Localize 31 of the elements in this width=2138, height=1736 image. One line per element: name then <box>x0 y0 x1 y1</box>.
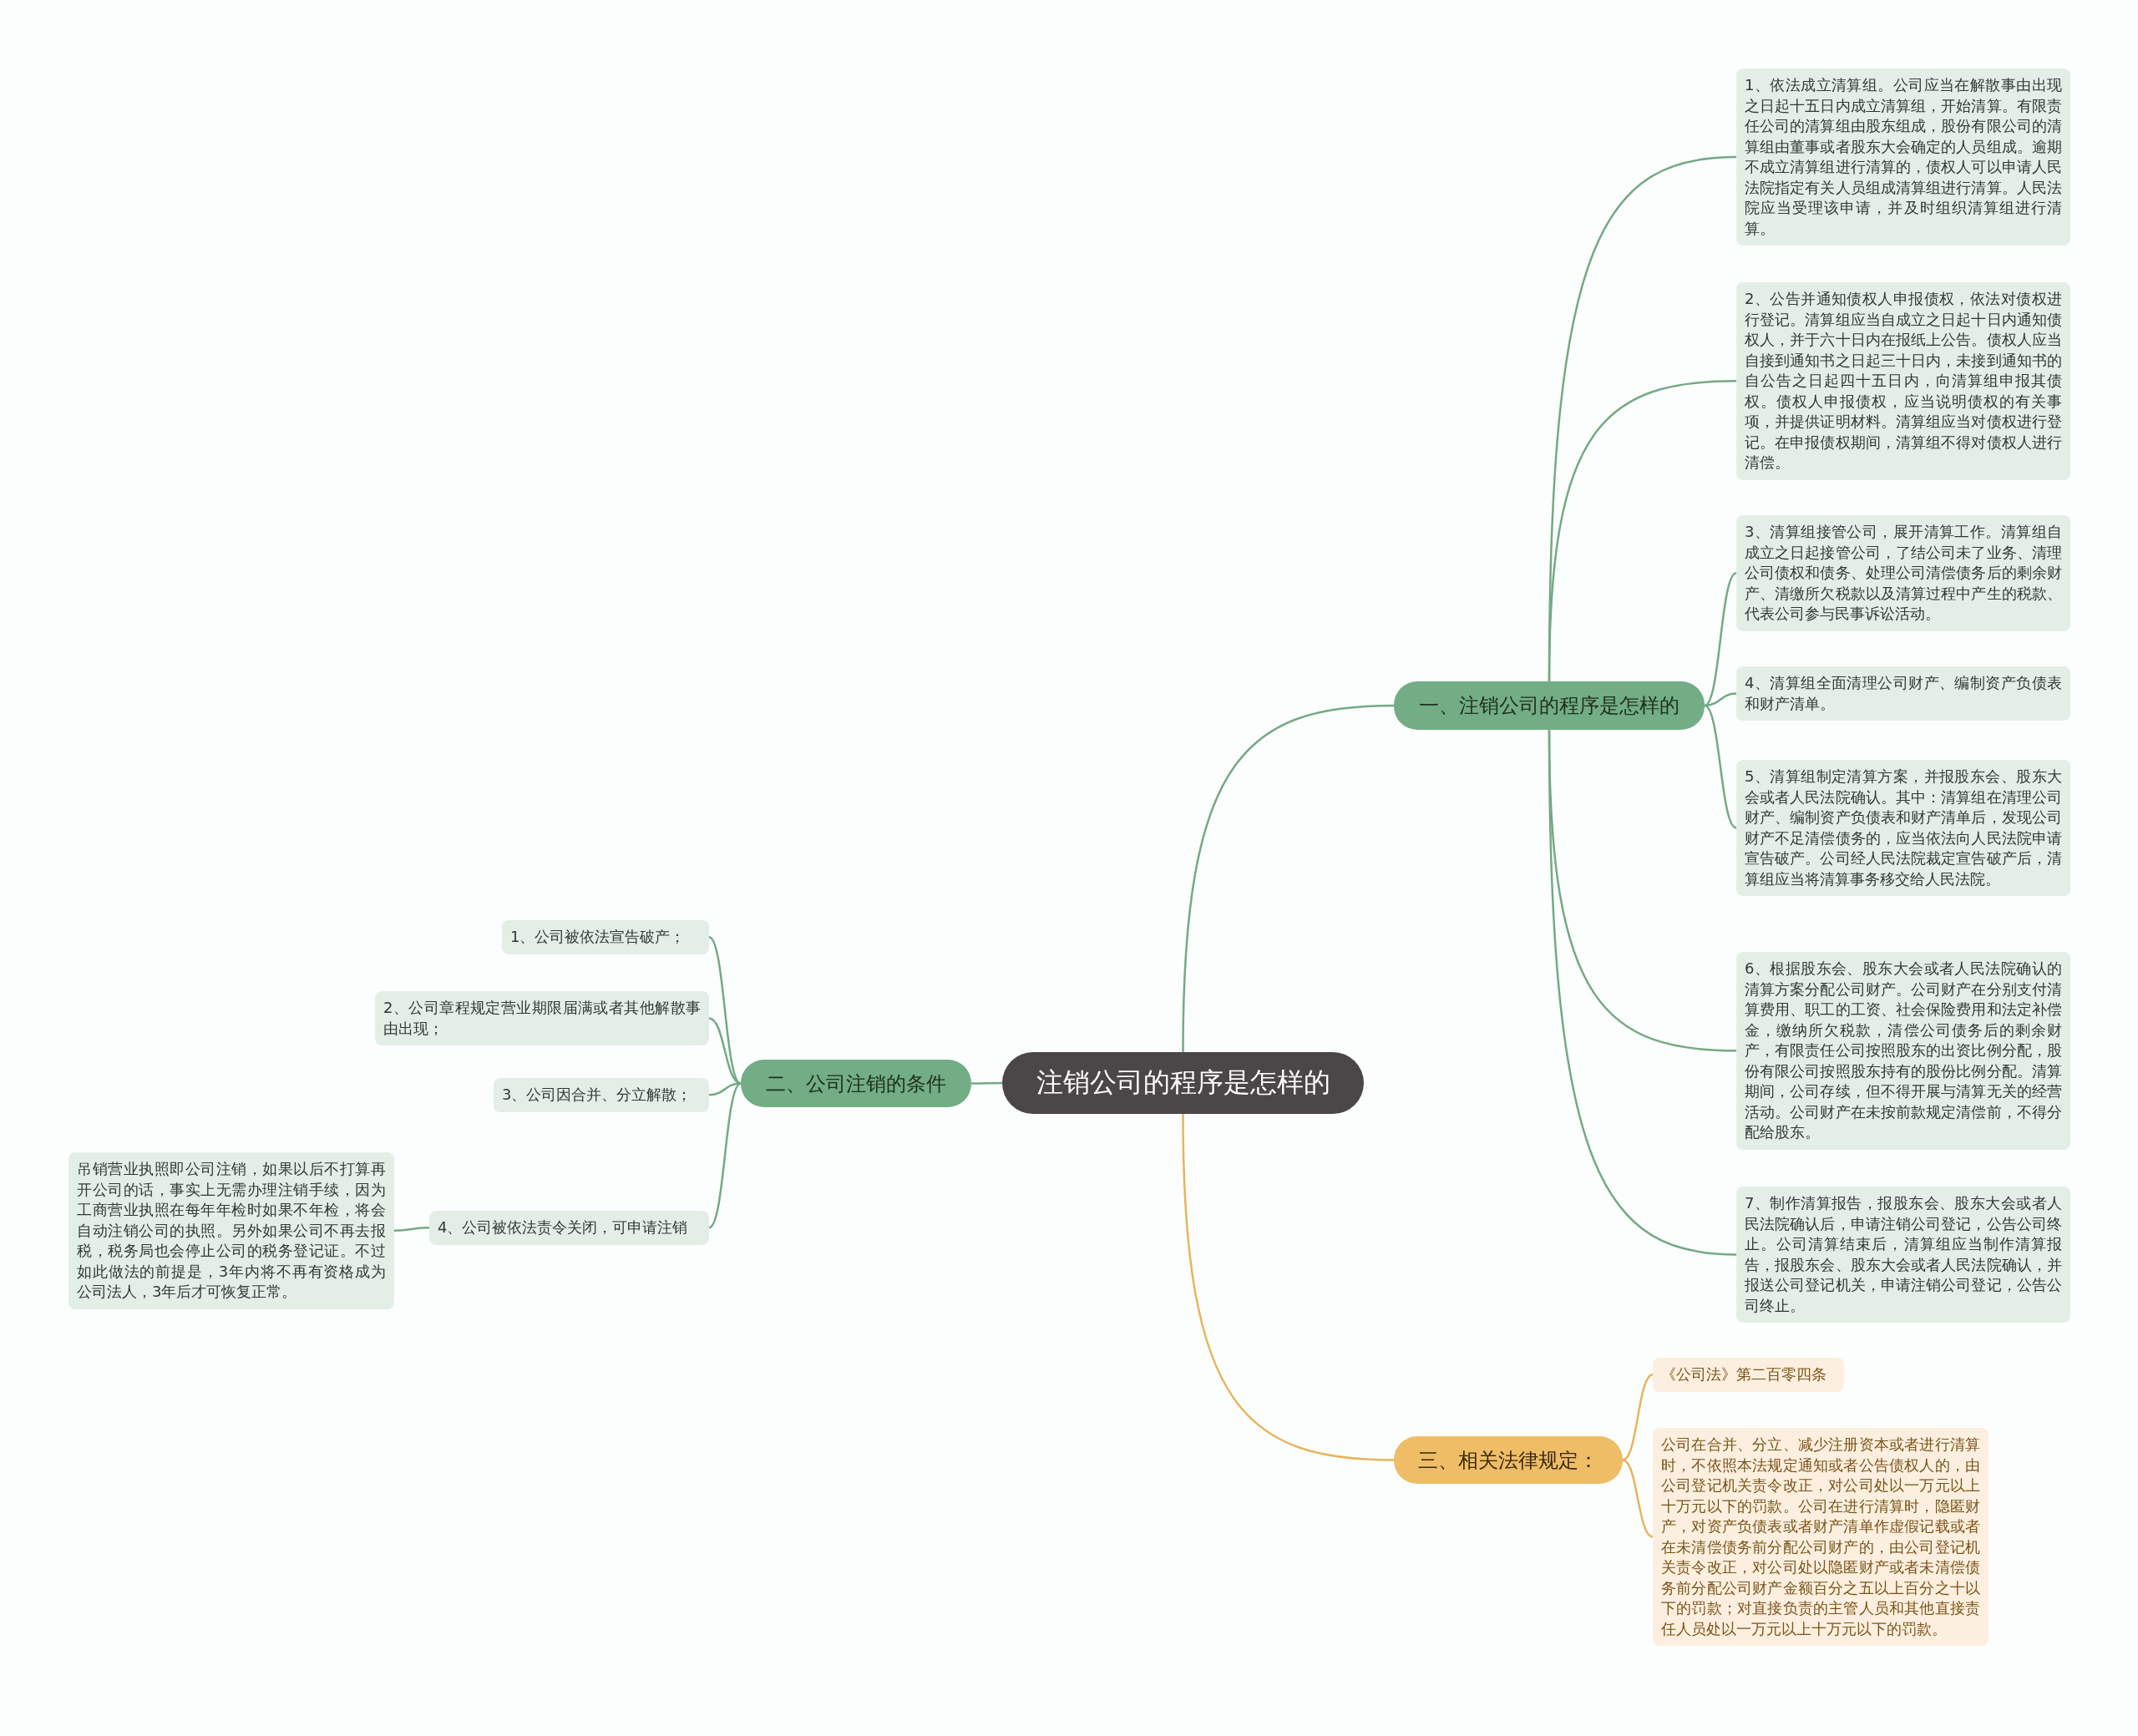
text-card: 2、公告并通知债权人申报债权，依法对债权进行登记。清算组应当自成立之日起十日内通知债权人，并于六十日内在报纸上公告。债权人应当自接到通知书之日起三十日内，未接到通知书的自公告之日起四十五日内，向清算组申报其债权。债权人申报债权，应当说明债权的有关事项，并提供证明材料。清算组应当对债权进行登记。在申报债权期间，清算组不得对债权人进行清偿。 <box>1736 282 2070 480</box>
connector-line <box>971 1081 1002 1085</box>
text-card: 7、制作清算报告，报股东会、股东大会或者人民法院确认后，申请注销公司登记，公告公司终止。公司清算结束后，清算组应当制作清算报告，报股东会、股东大会或者人民法院确认，并报送公司登记机关，申请注销公司登记，公告公司终止。 <box>1736 1187 2070 1323</box>
text-card: 4、清算组全面清理公司财产、编制资产负债表和财产清单。 <box>1736 666 2070 721</box>
connector-line <box>1622 1459 1654 1538</box>
connector-line <box>1704 692 1737 707</box>
text-card: 吊销营业执照即公司注销，如果以后不打算再开公司的话，事实上无需办理注销手续，因为工商营业执照在每年年检时如果不年检，将会自动注销公司的执照。另外如果公司不再去报税，税务局也会停止公司的税务登记证。不过如此做法的前提是，3年内将不再有资格成为公司法人，3年后才可恢复正常。 <box>68 1152 394 1309</box>
text-card: 2、公司章程规定营业期限届满或者其他解散事由出现； <box>375 991 709 1045</box>
text-card: 3、清算组接管公司，展开清算工作。清算组自成立之日起接管公司，了结公司未了业务、清理公司债权和债务、处理公司清偿债务后的剩余财产、清缴所欠税款以及清算过程中产生的税款、代表公司参与民事诉讼活动。 <box>1736 515 2070 631</box>
connector-line <box>394 1227 429 1232</box>
text-card: 1、依法成立清算组。公司应当在解散事由出现之日起十五日内成立清算组，开始清算。有限责任公司的清算组由股东组成，股份有限公司的清算组由董事或者股东大会确定的人员组成。逾期不成立清算组进行清算的，债权人可以申请人民法院指定有关人员组成清算组进行清算。人民法院应当受理该申请，并及时组织清算组进行清算。 <box>1736 68 2070 245</box>
connector-line <box>1548 730 1737 1256</box>
branch-topic: 三、相关法律规定： <box>1394 1436 1623 1484</box>
branch-topic: 一、注销公司的程序是怎样的 <box>1394 681 1705 730</box>
connector-line <box>708 1082 742 1229</box>
connector-line <box>1704 572 1737 706</box>
connector-line <box>1622 1374 1654 1461</box>
text-card: 3、公司因合并、分立解散； <box>494 1078 709 1112</box>
text-card: 公司在合并、分立、减少注册资本或者进行清算时，不依照本法规定通知或者公告债权人的，由公司登记机关责令改正，对公司处以一万元以上十万元以下的罚款。公司在进行清算时，隐匿财产，对资产负债表或者财产清单作虚假记载或者在未清偿债务前分配公司财产的，由公司登记机关责令改正，对公司处以隐匿财产或者未清偿债务前分配公司财产金额百分之五以上百分之十以下的罚款；对直接负责的主管人员和其他直接责任人员处以一万元以上十万元以下的罚款。 <box>1653 1428 1989 1646</box>
text-card: 5、清算组制定清算方案，并报股东会、股东大会或者人民法院确认。其中：清算组在清理公司财产、编制资产负债表和财产清单后，发现公司财产不足清偿债务的，应当依法向人民法院申请宣告破产。公司经人民法院裁定宣告破产后，清算组应当将清算事务移交给人民法院。 <box>1736 760 2070 896</box>
connector-line <box>1548 380 1737 682</box>
branch-topic: 二、公司注销的条件 <box>741 1060 971 1107</box>
text-card: 6、根据股东会、股东大会或者人民法院确认的清算方案分配公司财产。公司财产在分别支付清算费用、职工的工资、社会保险费用和法定补偿金，缴纳所欠税款，清偿公司债务后的剩余财产，有限责任公司按照股东的出资比例分配，股份有限公司按照股东持有的股份比例分配。清算期间，公司存续，但不得开展与清算无关的经营活动。公司财产在未按前款规定清偿前，不得分配给股东。 <box>1736 952 2070 1150</box>
connector-line <box>1704 704 1737 829</box>
connector-line <box>708 936 742 1085</box>
text-card: 1、公司被依法宣告破产； <box>502 920 709 954</box>
text-card: 4、公司被依法责令关闭，可申请注销 <box>429 1211 709 1245</box>
text-card: 《公司法》第二百零四条 <box>1653 1358 1844 1392</box>
connector-line <box>1182 704 1395 1053</box>
central-topic: 注销公司的程序是怎样的 <box>1002 1052 1364 1114</box>
connector-line <box>1182 1113 1395 1461</box>
